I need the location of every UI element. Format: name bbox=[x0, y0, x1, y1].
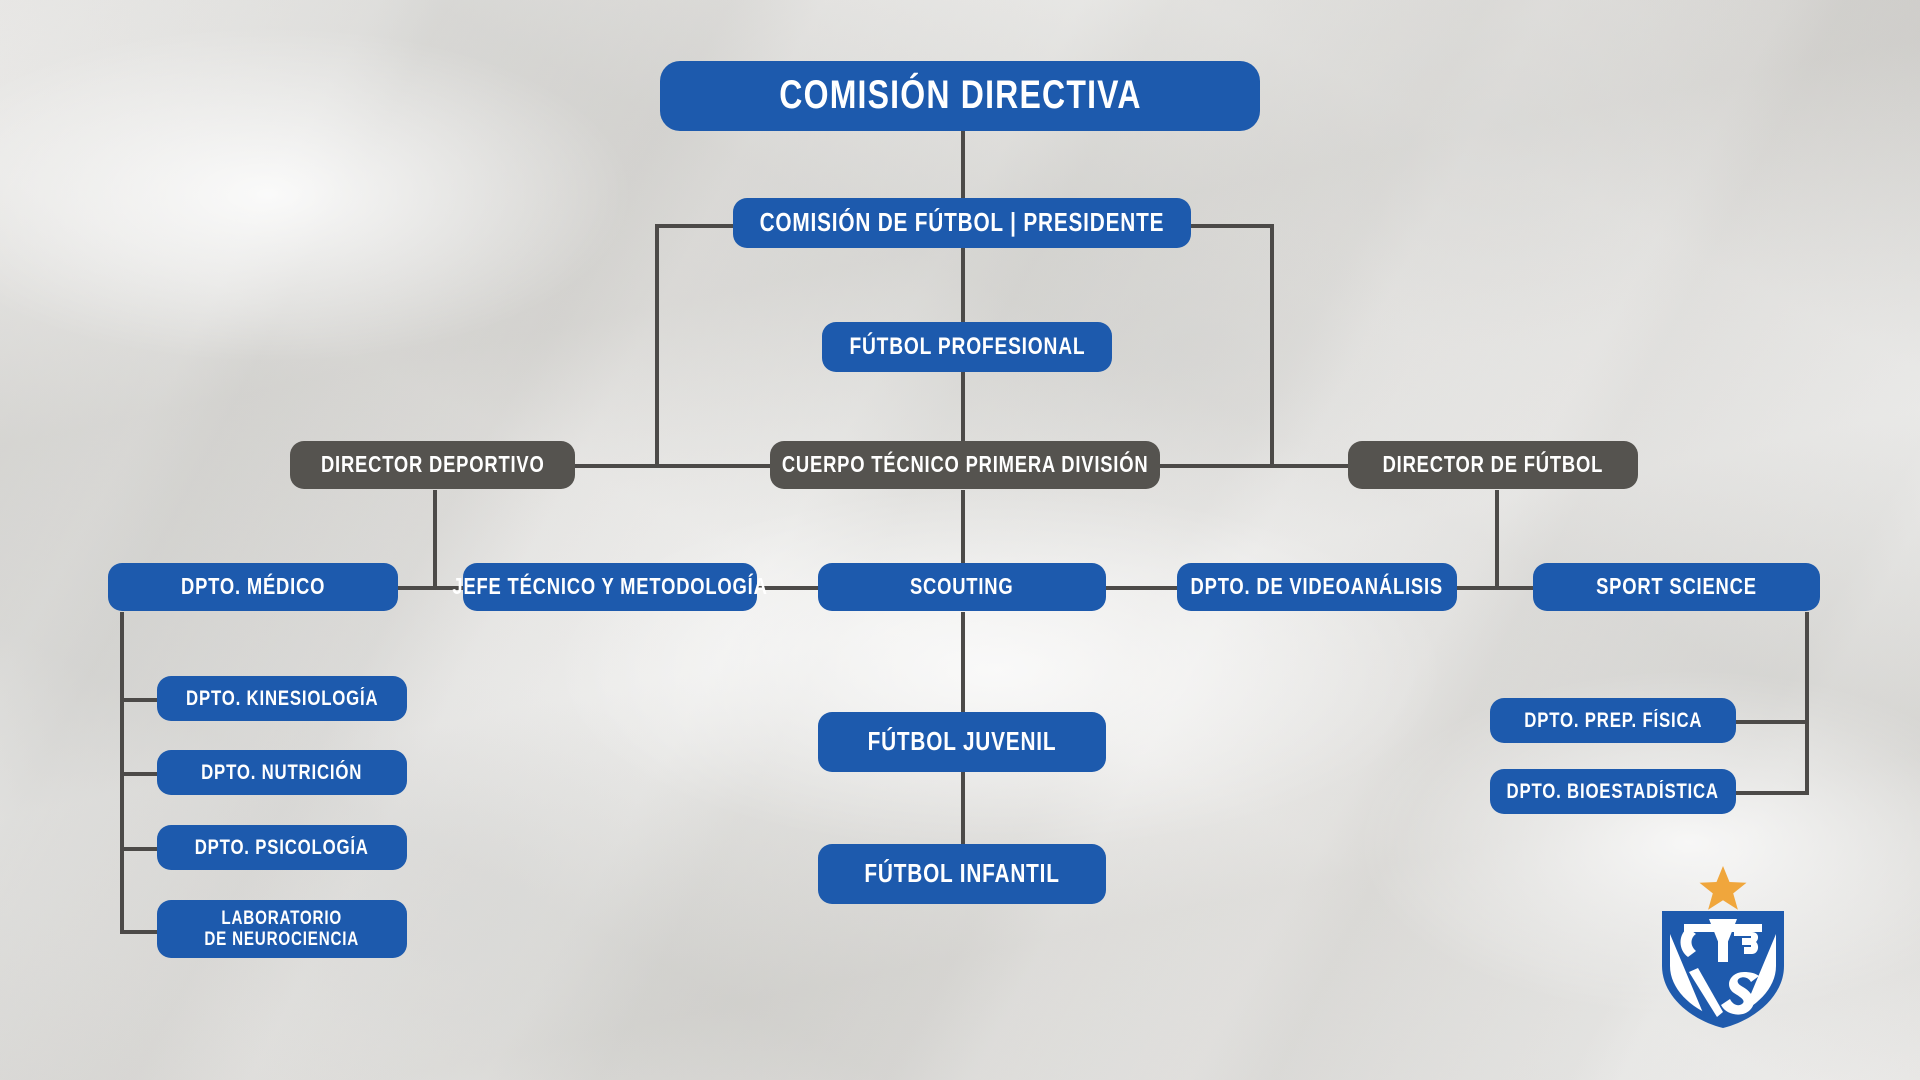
node-director-de-futbol-label: DIRECTOR DE FÚTBOL bbox=[1382, 451, 1604, 478]
monogram-v-icon bbox=[1689, 968, 1723, 1017]
node-futbol-juvenil-label: FÚTBOL JUVENIL bbox=[867, 726, 1057, 757]
connector-left-branch-drop bbox=[655, 224, 659, 468]
connector-profesional-to-cuerpo bbox=[961, 372, 965, 442]
connector-juvenil-to-infantil bbox=[961, 772, 965, 844]
node-dpto-kinesiologia[interactable]: DPTO. KINESIOLOGÍA bbox=[157, 676, 407, 721]
connector-scouting-to-juvenil bbox=[961, 612, 965, 712]
node-futbol-profesional-label: FÚTBOL PROFESIONAL bbox=[849, 332, 1085, 360]
node-scouting-label: SCOUTING bbox=[910, 573, 1014, 600]
node-comision-de-futbol-presidente[interactable]: COMISIÓN DE FÚTBOL | PRESIDENTE bbox=[733, 198, 1191, 248]
node-futbol-infantil[interactable]: FÚTBOL INFANTIL bbox=[818, 844, 1106, 904]
node-dpto-prep-fisica-label: DPTO. PREP. FÍSICA bbox=[1523, 708, 1703, 732]
node-dpto-nutricion[interactable]: DPTO. NUTRICIÓN bbox=[157, 750, 407, 795]
node-laboratorio-de-neurociencia-label: LABORATORIO DE NEUROCIENCIA bbox=[204, 907, 360, 950]
node-jefe-tecnico-y-metodologia[interactable]: JEFE TÉCNICO Y METODOLOGÍA bbox=[452, 563, 767, 611]
node-comision-directiva-label: COMISIÓN DIRECTIVA bbox=[778, 73, 1142, 118]
connector-sportscience-to-prepfisica bbox=[1735, 720, 1809, 724]
connector-video-to-sportscience bbox=[1455, 586, 1535, 590]
connector-sportscience-to-bioestadistica bbox=[1735, 791, 1809, 795]
connector-cuerpo-to-director-futbol bbox=[1158, 464, 1350, 468]
connector-deportivo-to-cuerpo bbox=[572, 464, 772, 468]
connector-row5-left-horizontal-b bbox=[433, 586, 463, 590]
connector-medico-to-psicologia bbox=[120, 847, 160, 851]
node-dpto-medico-label: DPTO. MÉDICO bbox=[180, 573, 326, 600]
node-futbol-juvenil[interactable]: FÚTBOL JUVENIL bbox=[818, 712, 1106, 772]
connector-jefe-to-scouting bbox=[755, 586, 820, 590]
node-dpto-bioestadistica-label: DPTO. BIOESTADÍSTICA bbox=[1506, 779, 1720, 803]
connector-comision-to-profesional bbox=[961, 247, 965, 337]
node-sport-science-label: SPORT SCIENCE bbox=[1596, 573, 1757, 600]
connector-deportivo-drop bbox=[433, 490, 437, 590]
node-dpto-prep-fisica[interactable]: DPTO. PREP. FÍSICA bbox=[1490, 698, 1736, 743]
connector-medico-to-kinesiologia bbox=[120, 698, 160, 702]
node-scouting[interactable]: SCOUTING bbox=[818, 563, 1106, 611]
connector-comision-horizontal-right bbox=[1190, 224, 1274, 228]
node-dpto-de-videoanalisis-label: DPTO. DE VIDEOANÁLISIS bbox=[1190, 573, 1444, 600]
node-futbol-infantil-label: FÚTBOL INFANTIL bbox=[864, 858, 1060, 889]
monogram-c-icon bbox=[1680, 928, 1696, 957]
club-crest bbox=[1648, 862, 1798, 1030]
connector-comision-horizontal-left bbox=[655, 224, 735, 228]
node-director-deportivo-label: DIRECTOR DEPORTIVO bbox=[320, 451, 545, 478]
node-dpto-bioestadistica[interactable]: DPTO. BIOESTADÍSTICA bbox=[1490, 769, 1736, 814]
node-comision-directiva[interactable]: COMISIÓN DIRECTIVA bbox=[660, 61, 1260, 131]
node-director-deportivo[interactable]: DIRECTOR DEPORTIVO bbox=[290, 441, 575, 489]
node-cuerpo-tecnico-primera-division-label: CUERPO TÉCNICO PRIMERA DIVISIÓN bbox=[781, 451, 1149, 478]
node-dpto-psicologia-label: DPTO. PSICOLOGÍA bbox=[195, 835, 369, 859]
node-dpto-kinesiologia-label: DPTO. KINESIOLOGÍA bbox=[185, 686, 379, 710]
node-dpto-de-videoanalisis[interactable]: DPTO. DE VIDEOANÁLISIS bbox=[1177, 563, 1457, 611]
node-laboratorio-de-neurociencia[interactable]: LABORATORIO DE NEUROCIENCIA bbox=[157, 900, 407, 958]
node-dpto-medico[interactable]: DPTO. MÉDICO bbox=[108, 563, 398, 611]
connector-director-futbol-drop bbox=[1495, 490, 1499, 590]
monogram-a-icon bbox=[1734, 932, 1759, 954]
node-comision-de-futbol-presidente-label: COMISIÓN DE FÚTBOL | PRESIDENTE bbox=[759, 207, 1165, 238]
connector-row5-left-horizontal bbox=[396, 586, 466, 590]
star-icon bbox=[1699, 866, 1747, 910]
node-dpto-psicologia[interactable]: DPTO. PSICOLOGÍA bbox=[157, 825, 407, 870]
connector-scouting-to-video bbox=[1104, 586, 1179, 590]
node-futbol-profesional[interactable]: FÚTBOL PROFESIONAL bbox=[822, 322, 1112, 372]
monogram-s-icon bbox=[1721, 972, 1759, 1015]
connector-right-branch-drop bbox=[1270, 224, 1274, 468]
node-jefe-tecnico-y-metodologia-label: JEFE TÉCNICO Y METODOLOGÍA bbox=[452, 573, 768, 600]
node-dpto-nutricion-label: DPTO. NUTRICIÓN bbox=[201, 760, 363, 784]
node-sport-science[interactable]: SPORT SCIENCE bbox=[1533, 563, 1820, 611]
connector-medico-to-nutricion bbox=[120, 772, 160, 776]
connector-cd-to-comision bbox=[961, 130, 965, 200]
connector-medico-to-laboratorio bbox=[120, 930, 160, 934]
node-cuerpo-tecnico-primera-division[interactable]: CUERPO TÉCNICO PRIMERA DIVISIÓN bbox=[770, 441, 1160, 489]
connector-sportscience-spine bbox=[1805, 612, 1809, 795]
monogram-ca-icon bbox=[1684, 924, 1762, 962]
connector-cuerpo-to-scouting bbox=[961, 490, 965, 570]
node-director-de-futbol[interactable]: DIRECTOR DE FÚTBOL bbox=[1348, 441, 1638, 489]
